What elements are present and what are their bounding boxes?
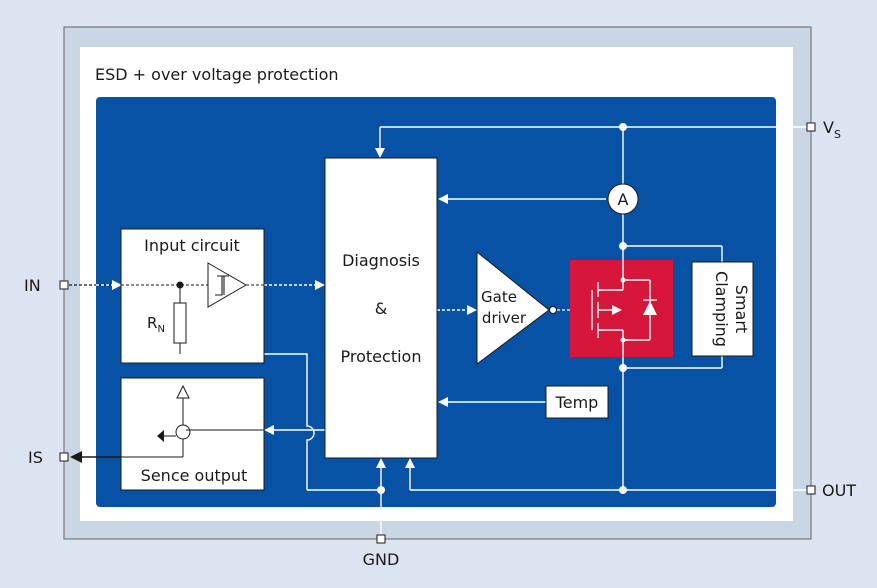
ammeter-label: A <box>618 190 629 209</box>
power-mosfet-block <box>570 260 673 357</box>
junction-dots <box>377 123 627 494</box>
mosfet-drain-dot <box>620 277 626 283</box>
mosfet-icon <box>591 260 657 357</box>
pin-vs-terminal <box>806 122 816 132</box>
pin-gnd-label: GND <box>363 550 400 569</box>
sense-left-arrow-icon <box>157 430 164 442</box>
gate-driver-output-dot <box>549 306 557 314</box>
resistor-label: RN <box>147 314 165 335</box>
sense-output-label: Sence output <box>141 466 248 485</box>
schmitt-trigger-icon <box>207 262 247 308</box>
pin-gnd-terminal <box>376 534 386 544</box>
driver-label: driver <box>482 309 527 327</box>
diagnosis-protection-block <box>324 157 438 459</box>
pin-is-terminal <box>59 452 69 462</box>
input-circuit-label: Input circuit <box>144 236 240 255</box>
clamping-label: Clamping <box>712 271 731 347</box>
pin-in-label: IN <box>24 276 41 295</box>
pin-vs-label: VS <box>823 118 841 141</box>
smart-label: Smart <box>732 285 751 333</box>
mosfet-arrow-icon <box>612 305 622 315</box>
gate-driver-block <box>476 250 550 365</box>
pin-out-terminal <box>806 485 816 495</box>
mosfet-source-dot <box>620 337 626 343</box>
esd-label: ESD + over voltage protection <box>95 65 339 84</box>
pin-is-label: IS <box>28 448 43 467</box>
protection-label: Protection <box>341 347 422 366</box>
input-circuit-block <box>120 228 265 364</box>
pin-in-terminal <box>59 280 69 290</box>
input-node-dot <box>176 281 184 289</box>
sense-up-arrow-icon <box>176 384 190 399</box>
gate-label: Gate <box>481 288 517 306</box>
smart-clamping-block <box>691 261 754 357</box>
diagnosis-label: Diagnosis <box>342 251 420 270</box>
ampersand-label: & <box>375 299 387 318</box>
temp-label: Temp <box>555 393 599 412</box>
temp-sensor-block <box>545 385 609 419</box>
pin-out-label: OUT <box>822 481 856 500</box>
current-source-icon <box>121 394 264 458</box>
sense-output-block <box>120 377 265 491</box>
ammeter-icon <box>607 183 639 215</box>
body-diode-icon <box>643 301 657 315</box>
